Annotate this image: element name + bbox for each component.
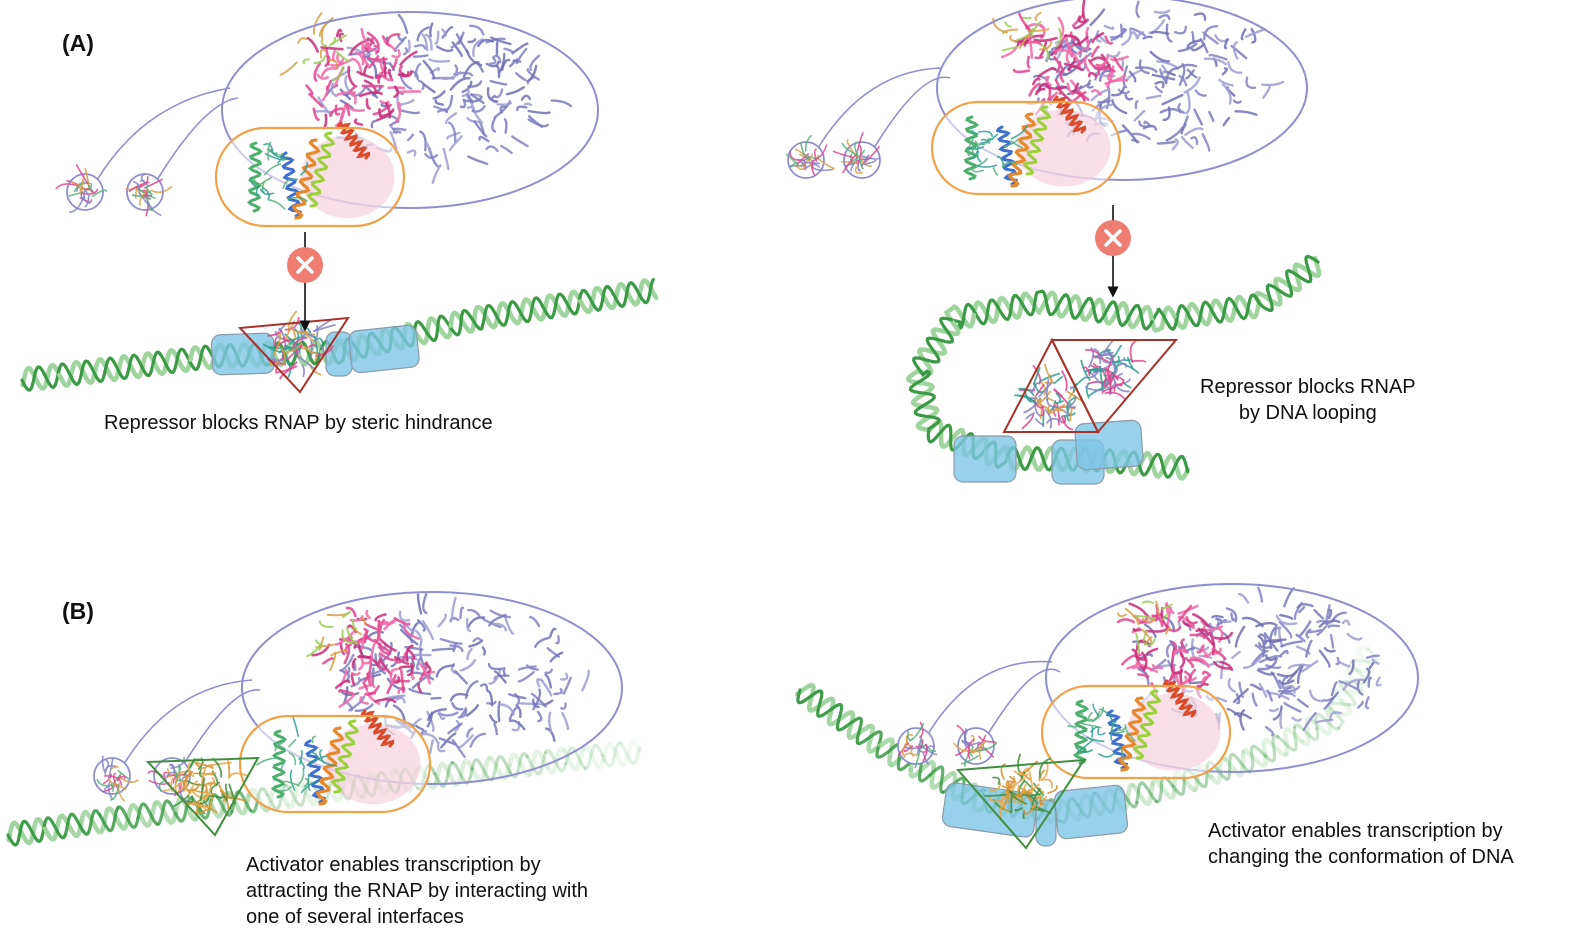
blocked-x-icon [1095,220,1131,256]
block-looping [1095,205,1131,298]
panel-label-b: (B) [62,598,94,624]
rnap-core-outline [1045,583,1419,773]
alpha-ctd-domain [125,97,239,217]
rnap-holoenzyme-recruitment [93,591,623,814]
caption-steric-hindrance: Repressor blocks RNAP by steric hindranc… [104,412,493,434]
activator-conformation [955,753,1086,850]
sigma-factor-outline [1040,684,1232,780]
sigma-factor-outline [930,100,1122,196]
alpha-ctd-domain [953,668,1061,767]
promoter-site [348,324,420,374]
operator-site [953,435,1017,483]
rnap-core-structure [279,12,573,184]
rnap-core-outline [241,591,623,785]
caption-activator-attracting: Activator enables transcription by attra… [246,854,589,928]
sigma-factor [930,95,1122,196]
rnap-core-outline [936,0,1308,181]
repressor-loop-left [1002,337,1100,433]
rnap-core-outline [221,11,599,209]
rnap-holoenzyme-conformation [897,583,1419,780]
alpha-ctd-domain [897,660,1053,769]
alpha-ctd-domain [832,76,951,179]
repressor-steric [237,310,350,394]
sigma-factor [238,709,432,814]
caption-activator-conformation: Activator enables transcription by chang… [1208,820,1514,868]
sigma-factor-outline [214,126,406,228]
activator-recruitment [145,756,260,837]
repressor-loop-right [1050,339,1179,434]
sigma-factor [214,121,406,228]
panel-label-a: (A) [62,30,94,56]
caption-dna-looping: Repressor blocks RNAP by DNA looping [1200,376,1416,424]
alpha-ctd-domain [93,679,253,802]
alpha-ctd-domain [785,67,943,179]
rnap-holoenzyme-steric [55,11,599,228]
alpha-ctd-domain [55,87,231,213]
blocked-x-icon [287,247,323,283]
rnap-holoenzyme-looping [785,0,1308,196]
operator-site [325,331,353,377]
block-steric [287,232,323,332]
sigma-factor-outline [238,714,432,814]
promoter-site [1053,784,1129,840]
promoter-site [1074,419,1144,471]
sigma-factor [1040,679,1232,780]
